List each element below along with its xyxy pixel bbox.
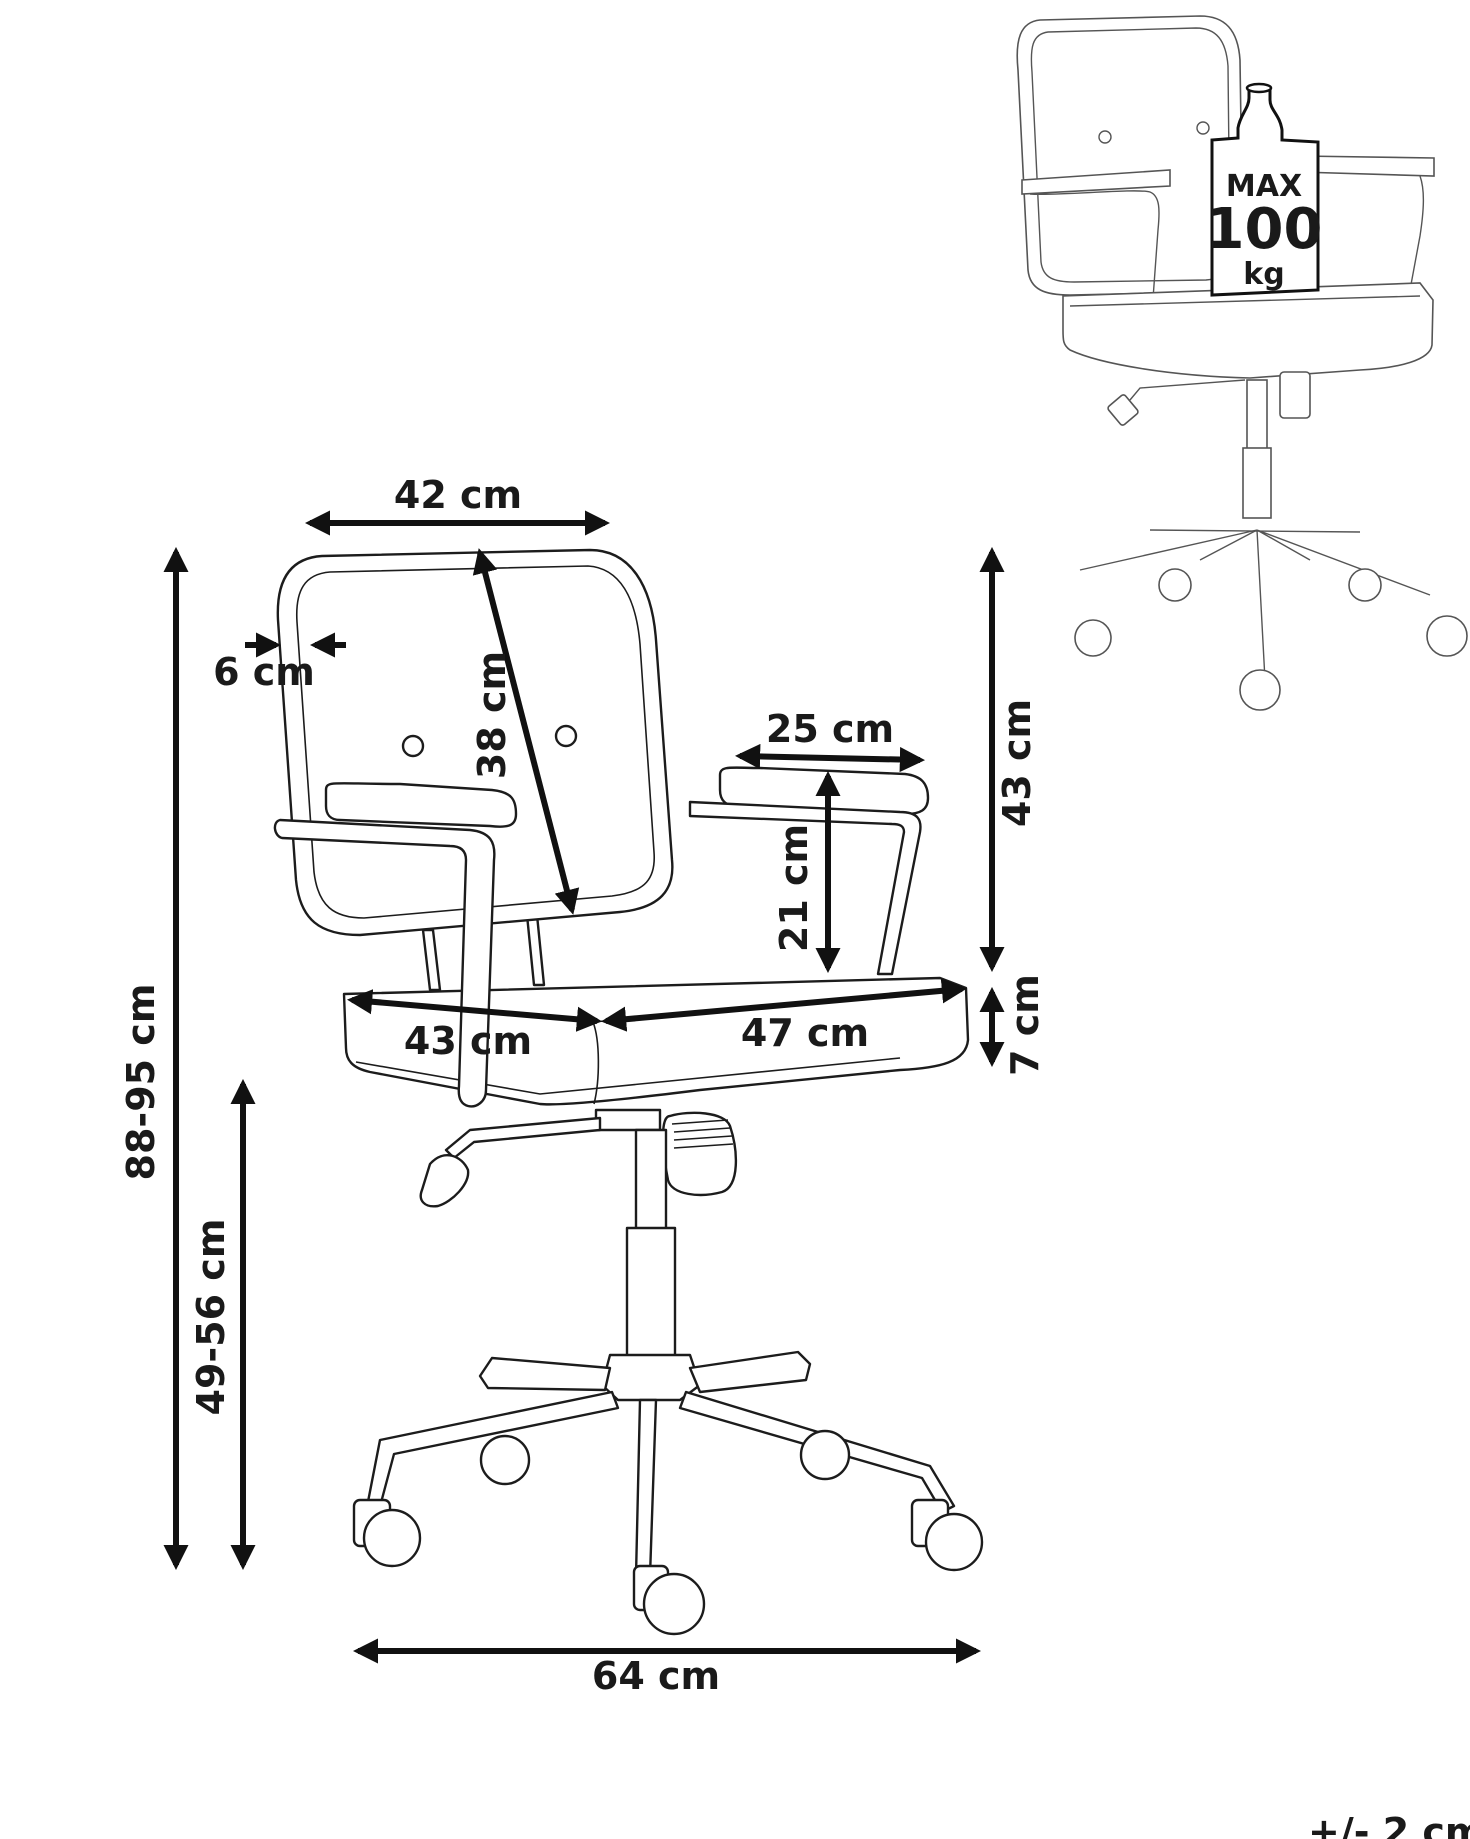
max-weight-badge: MAX 100 kg [1206, 82, 1323, 297]
armrest-height-label: 21 cm [772, 824, 816, 952]
dimension-backrest-to-seat: 43 cm [979, 546, 1039, 973]
ghost-chair-illustration [1016, 15, 1468, 711]
dimension-total-height: 88-95 cm [119, 546, 189, 1571]
dimension-back-thickness: 6 cm [213, 632, 346, 694]
total-height-label: 88-95 cm [119, 984, 163, 1181]
back-width-label: 42 cm [394, 473, 522, 517]
dimension-back-height: 38 cm [470, 548, 580, 915]
seat-depth-label: 43 cm [404, 1019, 532, 1063]
dimension-seat-depth: 43 cm [346, 989, 603, 1063]
dimension-seat-width: 47 cm [600, 978, 968, 1055]
weight-unit-text: kg [1243, 257, 1284, 292]
seat-width-label: 47 cm [741, 1011, 869, 1055]
back-thickness-label: 6 cm [213, 650, 315, 694]
weight-value-text: 100 [1206, 197, 1323, 262]
armrest-length-label: 25 cm [766, 707, 894, 751]
dimension-seat-thickness: 7 cm [979, 974, 1047, 1076]
dimension-armrest-length: 25 cm [734, 707, 926, 773]
dimension-back-width: 42 cm [304, 473, 611, 536]
backrest-to-seat-label: 43 cm [995, 699, 1039, 827]
base-width-label: 64 cm [592, 1654, 720, 1698]
tolerance-note: +/- 2 cm [1308, 1810, 1470, 1839]
weight-max-text: MAX [1226, 169, 1302, 204]
dimension-armrest-height: 21 cm [772, 770, 841, 974]
seat-thickness-label: 7 cm [1003, 974, 1047, 1076]
dimension-seat-height: 49-56 cm [189, 1078, 256, 1571]
seat-height-label: 49-56 cm [189, 1219, 233, 1416]
back-height-label: 38 cm [470, 651, 514, 779]
dimension-base-width: 64 cm [352, 1638, 982, 1698]
